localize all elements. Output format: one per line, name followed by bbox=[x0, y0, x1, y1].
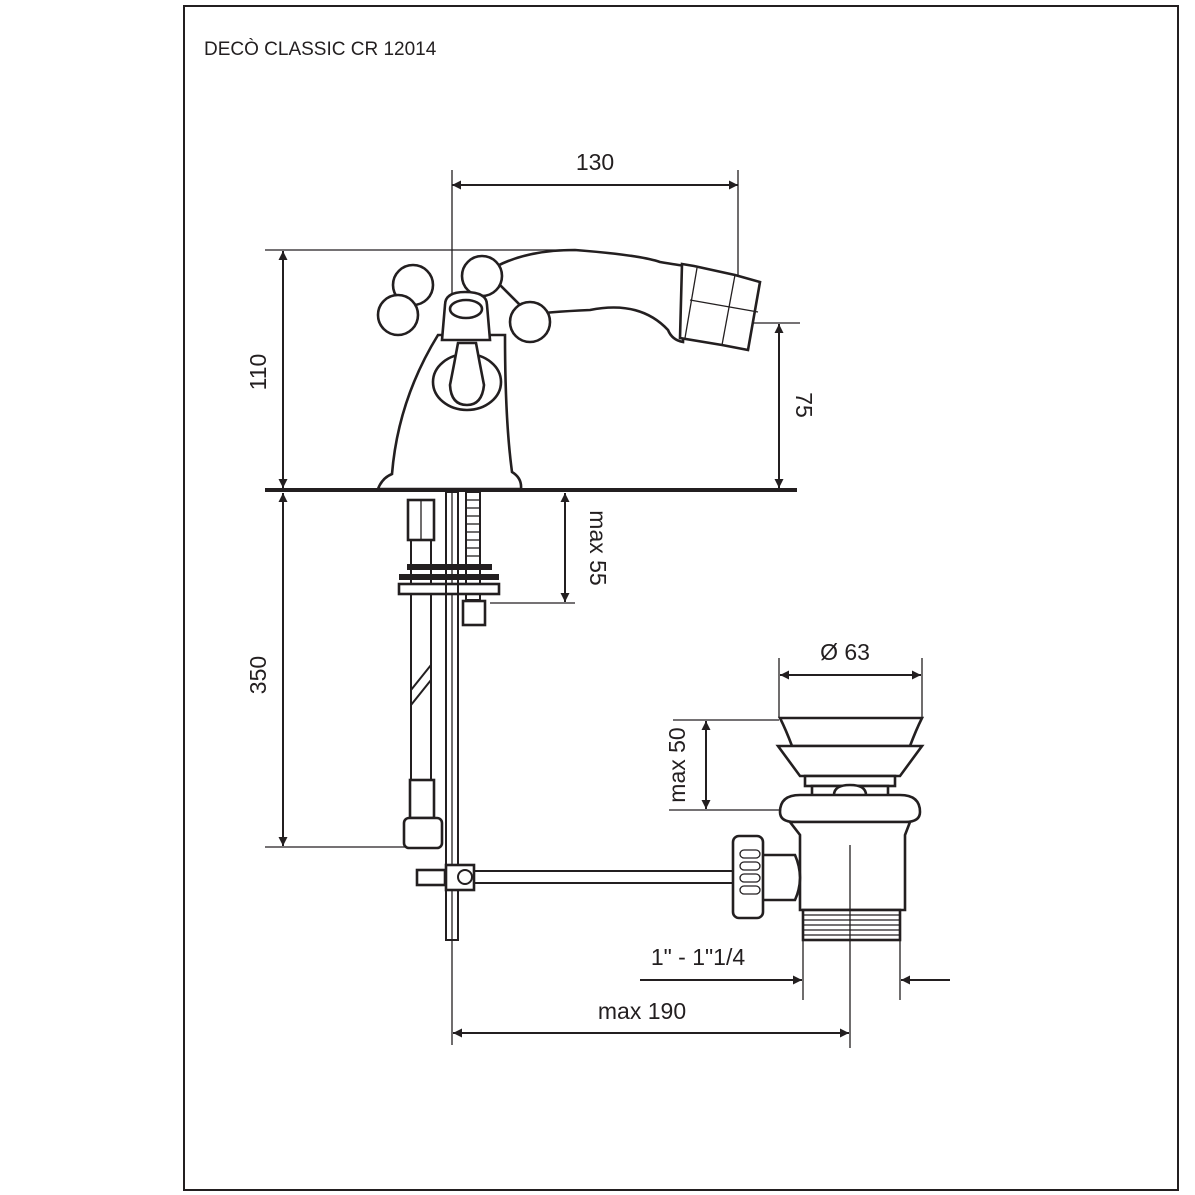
faucet-body bbox=[376, 248, 762, 491]
pop-up-drain bbox=[731, 716, 925, 942]
dim-label-thread: 1" - 1"1/4 bbox=[651, 944, 746, 970]
dim-label-75: 75 bbox=[791, 392, 817, 418]
dim-label-diameter-63: Ø 63 bbox=[820, 639, 870, 665]
supply-hose bbox=[402, 498, 444, 850]
pop-up-rod bbox=[415, 491, 740, 941]
dimension-arrows bbox=[278, 180, 950, 1038]
dim-label-130: 130 bbox=[576, 149, 614, 175]
drawing-title: DECÒ CLASSIC CR 12014 bbox=[204, 38, 437, 60]
dim-label-max-190: max 190 bbox=[598, 998, 686, 1024]
drawing-frame bbox=[183, 5, 1179, 1191]
dim-label-max-50: max 50 bbox=[664, 727, 690, 802]
dim-label-max-55: max 55 bbox=[585, 510, 611, 585]
dim-label-110: 110 bbox=[245, 354, 271, 391]
dim-label-350: 350 bbox=[245, 656, 271, 694]
mounting-stud bbox=[397, 491, 501, 627]
